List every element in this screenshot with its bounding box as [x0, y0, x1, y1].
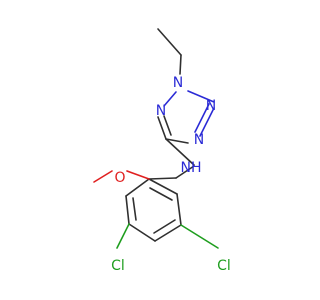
chlorine-left-bond — [116, 223, 130, 249]
tetrazole-bond-c-n4 — [157, 116, 167, 140]
bond-ch2-ring — [148, 177, 177, 180]
benzene-bond-6-double — [149, 187, 173, 201]
tetrazole-bond-n2-n3-double — [194, 103, 210, 133]
structure-diagram: N N N N NH O Cl Cl — [93, 28, 231, 274]
methoxy-bond-ring-o — [126, 170, 150, 180]
tetrazole-bond-c-n4-double — [163, 115, 172, 136]
atom-amine-nh: NH — [181, 160, 202, 176]
chlorine-right-bond — [180, 224, 219, 249]
tetrazole-bond-n3-c — [165, 138, 189, 144]
benzene-bond-4 — [154, 224, 182, 242]
ethyl-bond-ch3 — [157, 28, 182, 56]
benzene-bond-6 — [148, 178, 178, 195]
atom-methoxy-o: O — [114, 170, 125, 186]
benzene-bond-4-double — [153, 219, 176, 234]
benzene-bond-2-double — [132, 197, 137, 221]
atom-n-tetrazole-3: N — [194, 132, 204, 148]
atom-n-tetrazole-1: N — [173, 75, 183, 91]
bond-c-nh — [165, 138, 195, 166]
tetrazole-bond-n1-n2 — [187, 90, 215, 103]
atom-chlorine-left: Cl — [111, 258, 125, 274]
benzene-bond-5 — [176, 193, 182, 226]
ethyl-bond-ch2 — [179, 54, 182, 75]
methoxy-bond-o-ch3 — [93, 170, 113, 183]
atom-chlorine-right: Cl — [217, 258, 231, 274]
atom-n-tetrazole-2: N — [206, 98, 216, 114]
atom-n-tetrazole-4: N — [156, 103, 166, 119]
tetrazole-bond-n4-n1 — [163, 91, 177, 107]
benzene-bond-3 — [128, 223, 156, 242]
benzene-bond-1 — [125, 178, 150, 197]
benzene-bond-2 — [125, 195, 130, 225]
bond-nh-ch2 — [175, 165, 195, 179]
tetrazole-bond-n2-n3 — [199, 107, 215, 137]
